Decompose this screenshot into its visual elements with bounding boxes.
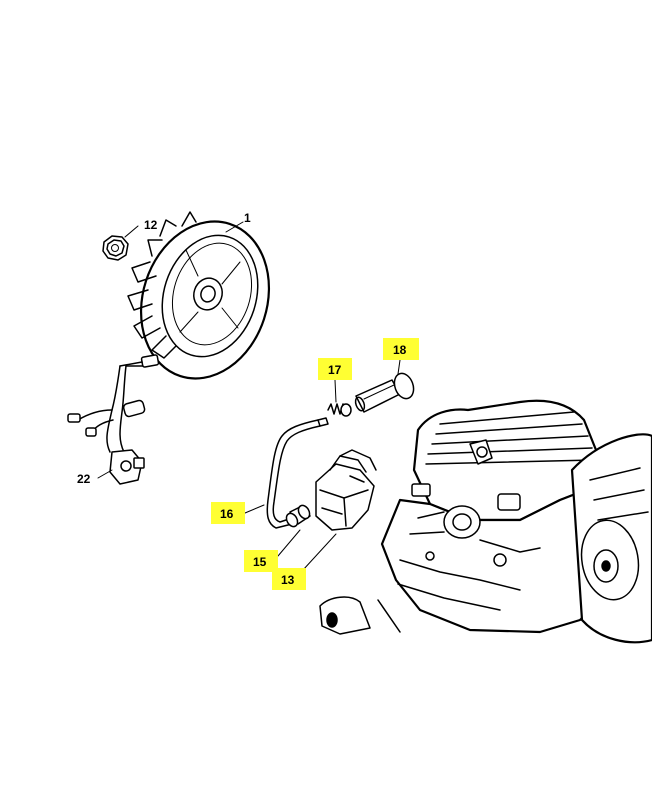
callout-13-highlight: [272, 568, 306, 590]
callout-17-highlight: [318, 358, 352, 380]
callout-16: 16: [211, 502, 245, 524]
leader-13: [302, 533, 337, 571]
contact-part-15: [285, 504, 311, 528]
callout-12: 12: [144, 218, 158, 232]
callout-12-number: 12: [144, 218, 158, 232]
ignition-module-part-13: [315, 449, 377, 531]
callout-16-highlight: [211, 502, 245, 524]
wiring-harness-part-22: [67, 354, 160, 485]
callout-1-number: 1: [244, 211, 251, 225]
spring-part-17: [327, 403, 352, 417]
leader-12: [124, 225, 139, 238]
callout-17: 17: [318, 358, 352, 380]
callout-18-number: 18: [393, 343, 407, 357]
callout-22: 22: [77, 472, 91, 486]
spark-plug-boot-part-18: [354, 372, 415, 413]
leader-16: [244, 504, 265, 514]
ignition-lead-part-16: [266, 417, 329, 529]
callout-15-highlight: [244, 550, 278, 572]
nut-part-12: [102, 235, 129, 261]
leader-15: [277, 529, 301, 557]
leader-22: [97, 469, 113, 479]
leader-17: [334, 379, 337, 403]
leader-1: [225, 221, 244, 233]
engine-block-illustration: [319, 399, 652, 644]
callout-17-number: 17: [328, 363, 342, 377]
callout-13: 13: [272, 568, 306, 590]
leader-18: [397, 359, 401, 375]
callout-18-highlight: [383, 338, 419, 360]
callout-15: 15: [244, 550, 278, 572]
callout-18: 18: [383, 338, 419, 360]
flywheel-part-1: [127, 211, 271, 380]
callout-1: 1: [244, 211, 251, 225]
callout-22-number: 22: [77, 472, 91, 486]
callout-16-number: 16: [220, 507, 234, 521]
callout-15-number: 15: [253, 555, 267, 569]
callout-13-number: 13: [281, 573, 295, 587]
